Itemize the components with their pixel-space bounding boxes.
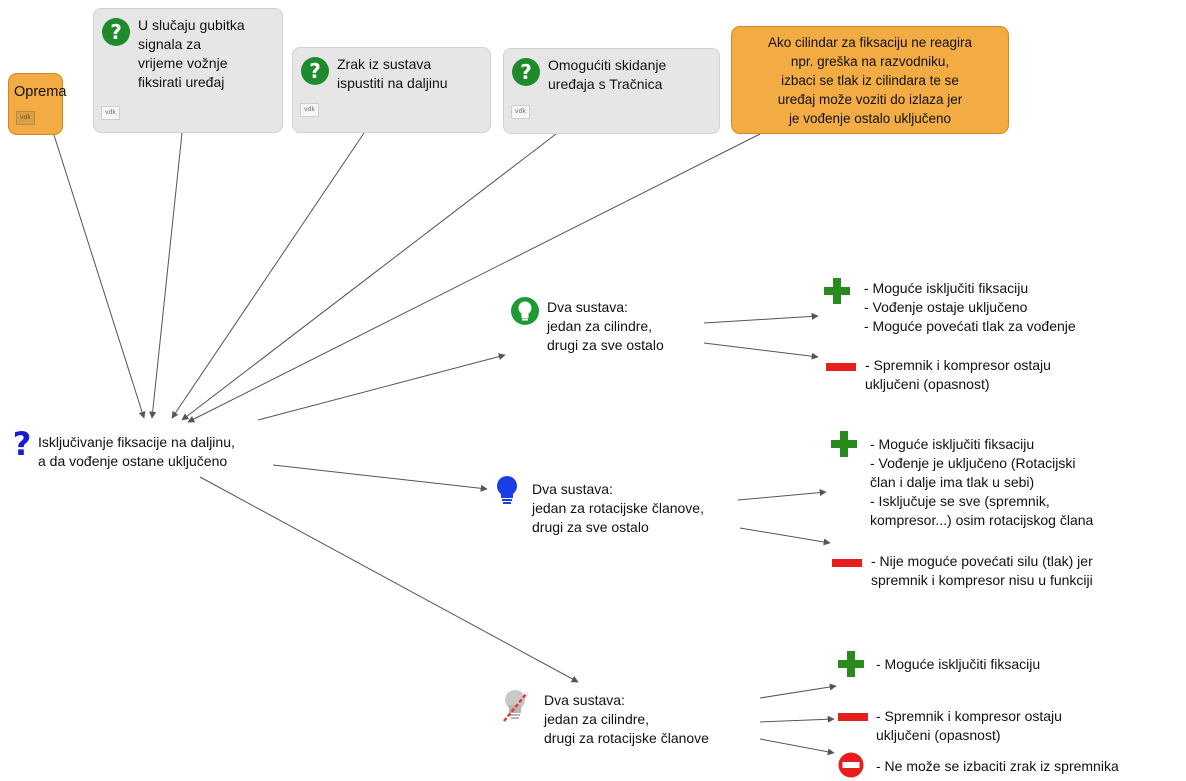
idea-3-text[interactable]: Dva sustava: jedan za cilindre, drugi za… [544, 692, 709, 746]
minus-icon [838, 713, 868, 721]
idea-1-text[interactable]: Dva sustava: jedan za cilindre, drugi za… [547, 299, 664, 353]
minus-icon [832, 559, 862, 567]
edge-idea1-con [703, 342, 819, 360]
edge-idea1-pro [703, 312, 819, 324]
plus-icon [838, 651, 864, 677]
note-text: Ako cilindar za fiksaciju ne reagira npr… [767, 35, 973, 126]
svg-text:?: ? [13, 427, 32, 459]
oprema-node[interactable]: Oprema vdk [8, 73, 67, 135]
idea-2-pro-text: - Moguće isključiti fiksaciju - Vođenje … [870, 436, 1094, 528]
requirement-card-3[interactable]: ? Omogućiti skidanje uređaja s Tračnica … [503, 48, 720, 134]
edge-question-idea3 [199, 476, 579, 683]
edge-q1-question [149, 132, 183, 419]
minus-icon [826, 363, 856, 371]
requirement-card-1[interactable]: ? U slučaju gubitka signala za vrijeme v… [93, 8, 283, 133]
question-circle-icon: ? [512, 58, 540, 86]
edge-q3-question [181, 133, 557, 421]
edge-idea3-blocker [759, 738, 835, 756]
requirement-2-text: Zrak iz sustava ispustiti na daljinu [337, 56, 448, 91]
idea-2-con-text: - Nije moguće povećati silu (tlak) jer s… [871, 553, 1093, 588]
question-circle-icon: ? [102, 18, 130, 46]
requirement-3-tag: vdk [511, 105, 530, 119]
edge-idea3-con [759, 715, 835, 723]
oprema-label: Oprema [14, 84, 67, 100]
idea-2-text[interactable]: Dva sustava: jedan za rotacijske članove… [532, 481, 704, 535]
question-circle-icon: ? [301, 57, 329, 85]
idea-3-pro-text: - Moguće isključiti fiksaciju [876, 656, 1041, 672]
lightbulb-rejected-icon [503, 690, 528, 722]
plus-icon [824, 278, 850, 304]
svg-text:?: ? [309, 59, 321, 83]
edge-idea3-pro [759, 683, 837, 699]
edge-oprema-question [53, 134, 146, 419]
edge-question-idea1 [257, 353, 506, 421]
oprema-tag: vdk [16, 111, 35, 125]
svg-text:?: ? [520, 60, 532, 84]
edge-q2-question [171, 132, 365, 419]
idea-1-con-text: - Spremnik i kompresor ostaju uključeni … [865, 357, 1051, 392]
requirement-card-2[interactable]: ? Zrak iz sustava ispustiti na daljinu v… [292, 47, 491, 133]
idea-1-pro-text: - Moguće isključiti fiksaciju - Vođenje … [864, 280, 1076, 334]
lightbulb-green-icon [511, 297, 539, 325]
note-card[interactable]: Ako cilindar za fiksaciju ne reagira npr… [731, 26, 1009, 134]
svg-text:?: ? [110, 20, 122, 44]
edge-question-idea2 [272, 464, 488, 492]
no-entry-icon [838, 752, 864, 778]
idea-3-blocker-text: - Ne može se izbaciti zrak iz spremnika [876, 758, 1119, 774]
requirement-3-text: Omogućiti skidanje uređaja s Tračnica [548, 57, 667, 92]
central-question[interactable]: Isključivanje fiksacije na daljinu, a da… [38, 434, 235, 469]
edge-idea2-pro [737, 489, 827, 501]
requirement-1-tag: vdk [101, 106, 120, 120]
edge-idea2-con [739, 527, 831, 546]
idea-3-con-text: - Spremnik i kompresor ostaju uključeni … [876, 708, 1062, 743]
requirement-1-text: U slučaju gubitka signala za vrijeme vož… [138, 17, 245, 90]
requirement-2-tag: vdk [300, 103, 319, 117]
edge-note-question [187, 133, 761, 423]
plus-icon [831, 431, 857, 457]
question-mark-icon: ? [13, 427, 32, 459]
lightbulb-blue-icon [497, 476, 517, 504]
